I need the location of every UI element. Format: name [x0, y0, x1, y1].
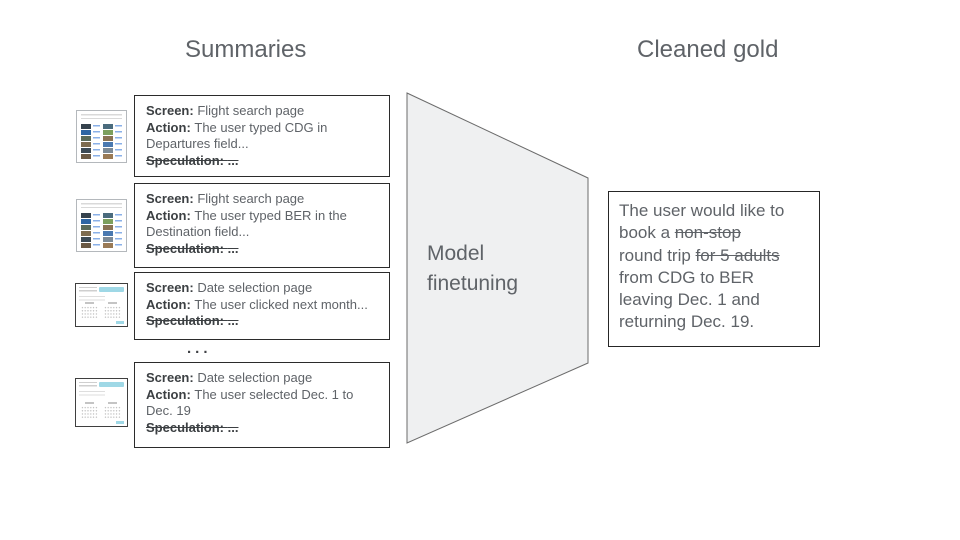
thumbnail-image-column — [103, 124, 113, 160]
calendar-grid — [81, 402, 98, 419]
cleaned-gold-heading: Cleaned gold — [637, 36, 779, 63]
calendar-grid — [104, 302, 121, 319]
thumbnail-header-lines — [81, 203, 122, 210]
thumbnail-text-column — [93, 125, 100, 159]
flight-search-thumbnail — [76, 110, 127, 163]
thumbnail-field-lines — [79, 391, 105, 396]
thumbnail-image-column — [81, 124, 91, 160]
thumbnail-button — [116, 420, 124, 424]
calendar-grid — [104, 402, 121, 419]
thumbnail-image-column — [81, 213, 91, 249]
thumbnail-button — [116, 320, 124, 324]
thumbnail-image-column — [103, 213, 113, 249]
summaries-heading: Summaries — [185, 36, 307, 63]
more-items-ellipsis: ... — [187, 340, 212, 357]
thumbnail-header-lines — [79, 382, 97, 388]
thumbnail-text-column — [93, 214, 100, 248]
thumbnail-search-bar — [98, 287, 124, 292]
thumbnail-header-lines — [81, 114, 122, 121]
thumbnail-search-bar — [98, 382, 124, 387]
funnel-label: Model finetuning — [427, 242, 519, 295]
date-selection-thumbnail — [75, 378, 128, 427]
thumbnail-text-column — [115, 125, 122, 159]
date-selection-thumbnail — [75, 283, 128, 327]
thumbnail-header-lines — [79, 287, 97, 293]
thumbnail-text-column — [115, 214, 122, 248]
flight-search-thumbnail — [76, 199, 127, 252]
thumbnail-field-lines — [79, 296, 105, 301]
calendar-grid — [81, 302, 98, 319]
